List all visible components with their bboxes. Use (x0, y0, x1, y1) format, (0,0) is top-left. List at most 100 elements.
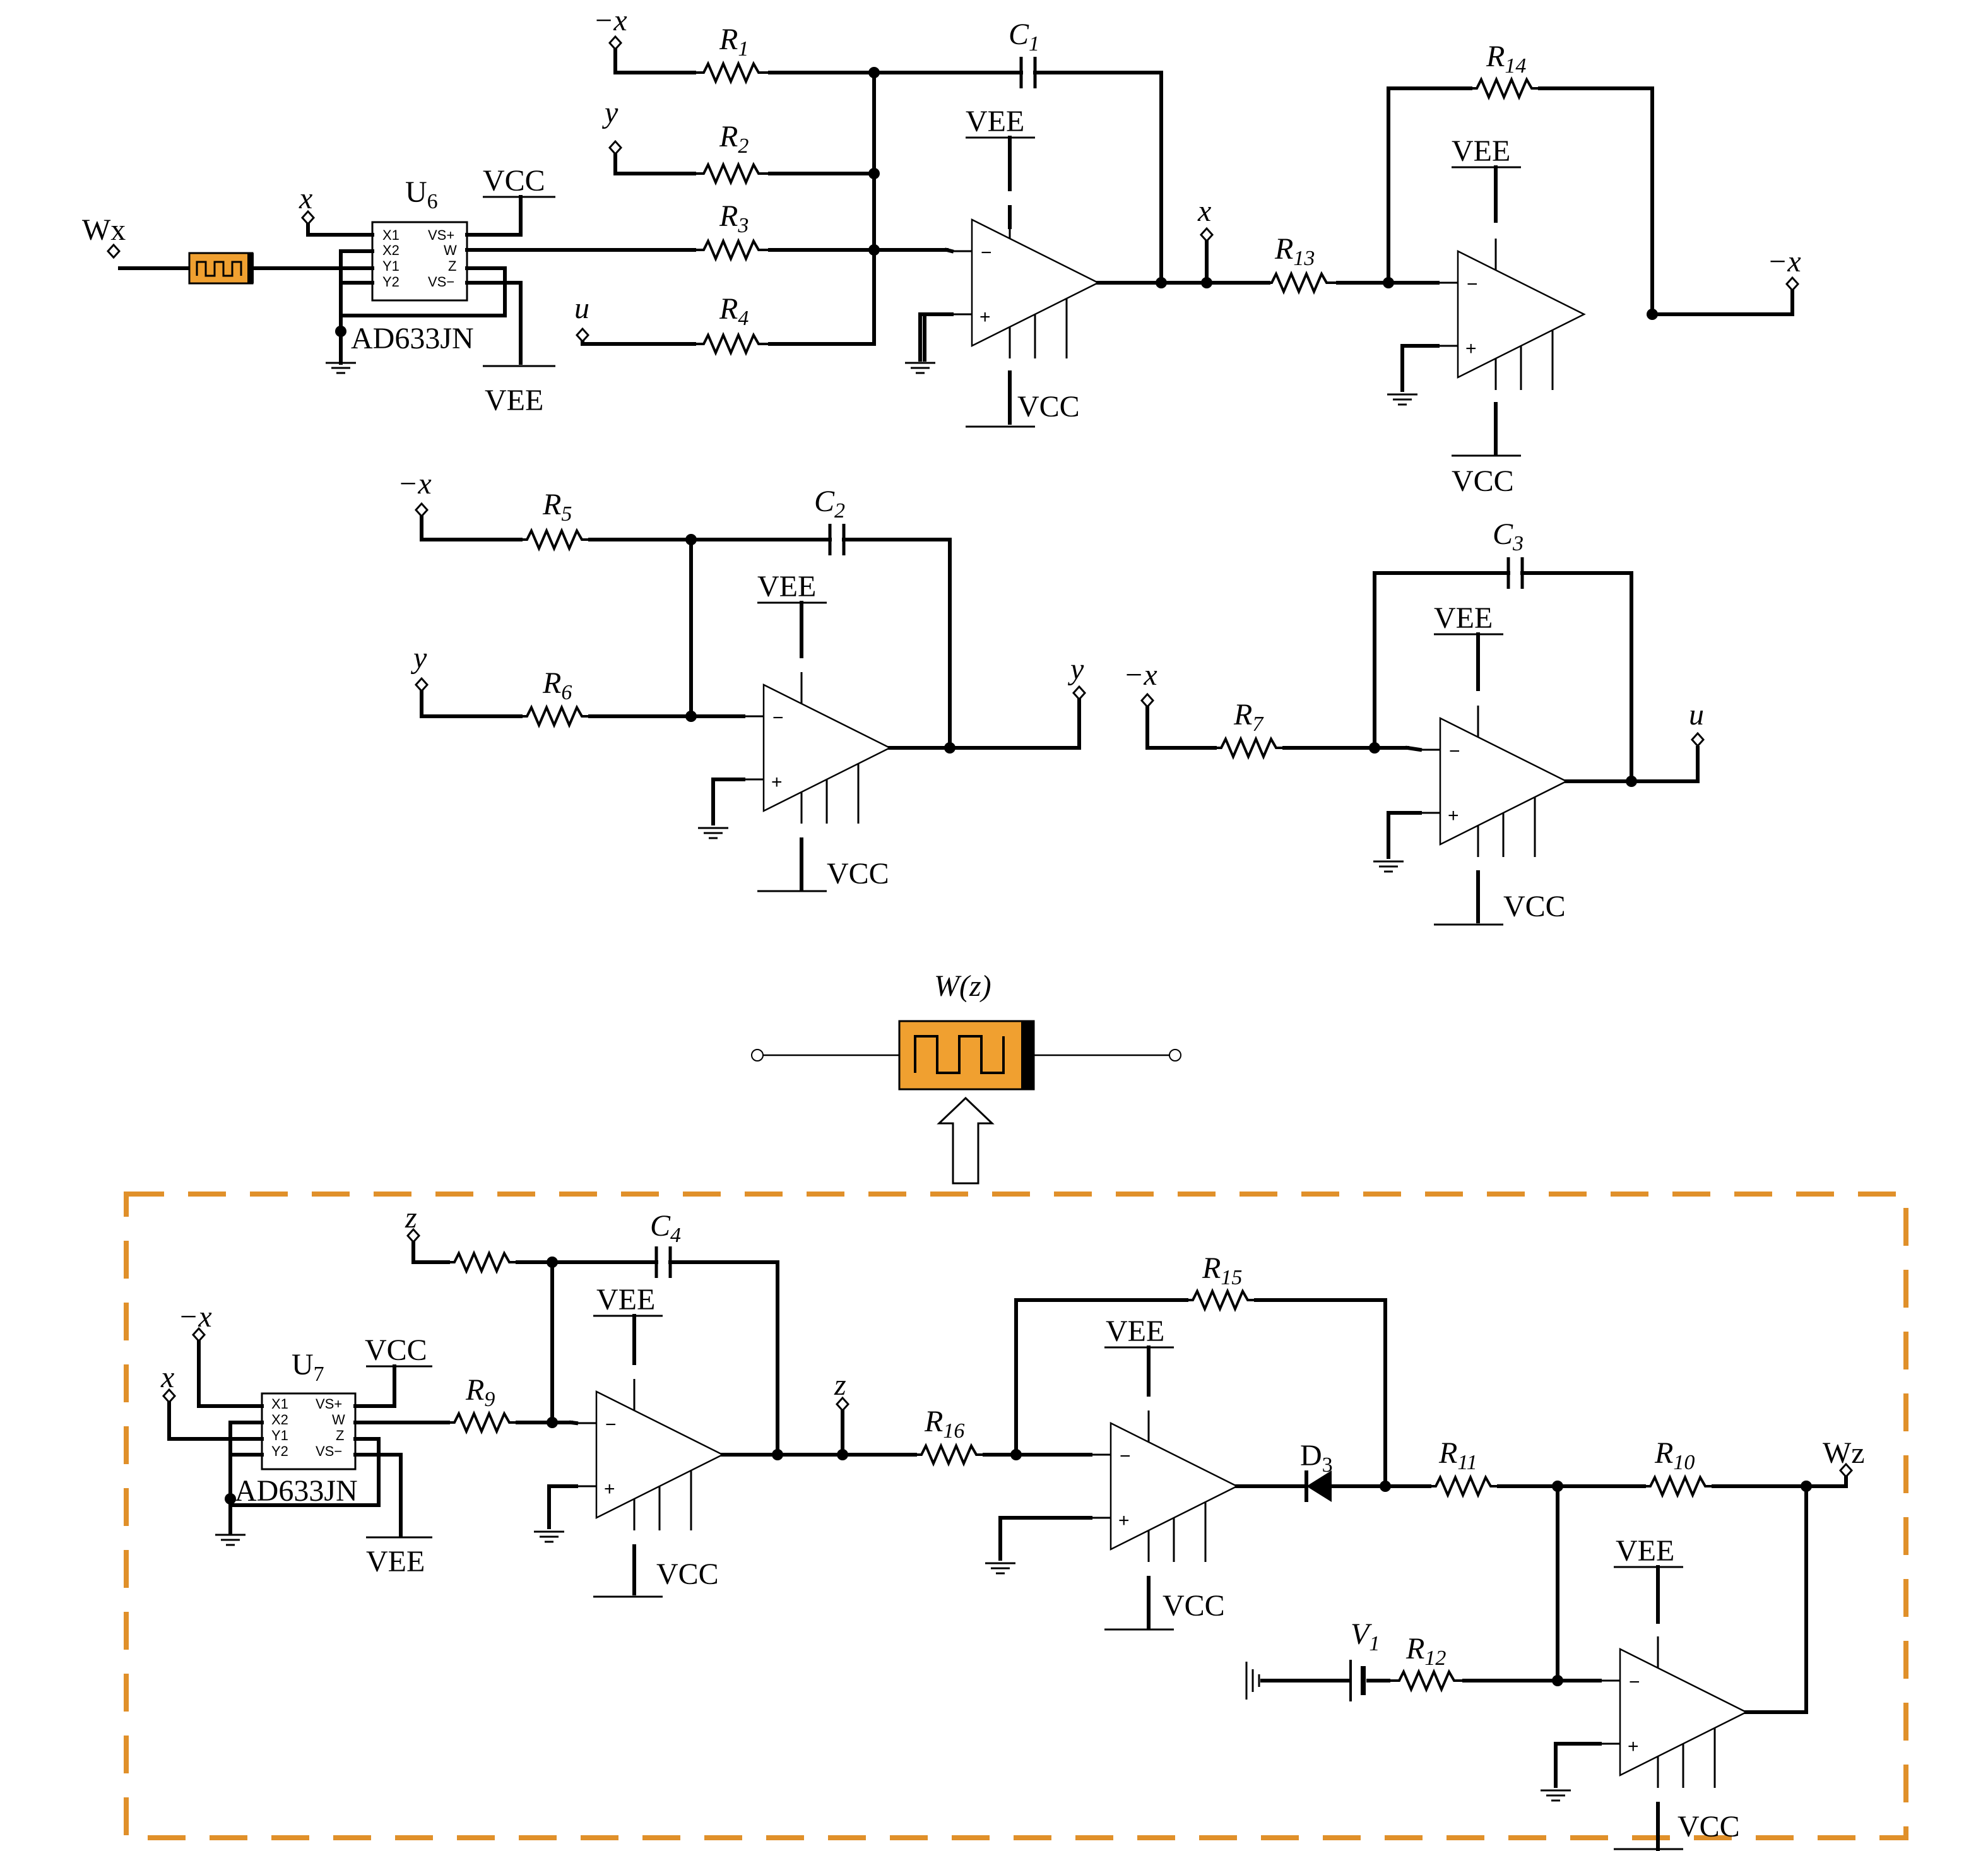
label-neg-x-3: −x (1123, 658, 1157, 692)
ground-6 (984, 1562, 1017, 1575)
resistor-r10 (1640, 1476, 1718, 1496)
label-vcc-u7: VCC (365, 1334, 427, 1367)
label-vcc-1: VCC (1017, 390, 1080, 423)
label-z-in: z (405, 1201, 417, 1234)
terminal-u-out (1691, 732, 1705, 747)
label-vee-2: VEE (1452, 134, 1510, 168)
opamp-4 (1419, 704, 1568, 858)
ground-2 (1386, 393, 1419, 406)
pin-u7-y2: Y2 (271, 1443, 288, 1459)
chip-u6 (371, 221, 468, 302)
label-wz-symbol: W(z) (934, 969, 991, 1003)
label-d3: D3 (1300, 1439, 1333, 1477)
terminal-y-2 (415, 677, 429, 692)
resistor-r12 (1388, 1671, 1467, 1691)
label-vcc-u6: VCC (483, 164, 545, 198)
resistor-r11 (1425, 1476, 1503, 1496)
ground-7 (1539, 1789, 1572, 1802)
opamp-2 (1436, 237, 1585, 391)
label-vcc-7: VCC (1677, 1810, 1740, 1843)
pin-vsm: VS− (428, 274, 454, 290)
memristor-wz-symbol: W(z) (751, 969, 1181, 1185)
label-u-out: u (1689, 698, 1704, 731)
label-vee-4: VEE (1434, 601, 1493, 635)
label-v1: V1 (1351, 1617, 1380, 1655)
pin-u7-vsp: VS+ (316, 1396, 342, 1412)
label-r11: R11 (1438, 1436, 1477, 1474)
chip-u7 (261, 1392, 357, 1470)
terminal-neg-x-out (1785, 276, 1799, 292)
pin-u7-y1: Y1 (271, 1428, 288, 1443)
terminal-neg-x-3 (1140, 693, 1154, 708)
resistor-r3 (693, 240, 771, 260)
label-vee-5: VEE (596, 1283, 655, 1316)
pin-u7-z: Z (336, 1428, 344, 1443)
ground-3 (697, 827, 730, 839)
label-vee-3: VEE (757, 570, 816, 603)
label-vcc-6: VCC (1163, 1589, 1225, 1623)
resistor-r1 (693, 62, 771, 83)
pin-z: Z (448, 258, 456, 274)
battery-v1 (1245, 1660, 1390, 1701)
x-integrator-section: −x y u R1 R2 R3 R4 R13 (490, 4, 1390, 428)
capacitor-c1 (995, 57, 1062, 88)
pin-w: W (444, 242, 457, 258)
opamp-3 (742, 671, 891, 825)
resistor-r4 (693, 334, 771, 354)
arrow-up-icon (937, 1096, 995, 1185)
label-u7: U7 (292, 1348, 324, 1386)
pin-vsp: VS+ (428, 227, 454, 243)
label-neg-x-1: −x (593, 4, 627, 37)
resistor-r7 (1210, 738, 1289, 758)
resistor-r5 (516, 529, 595, 550)
multiplier-u6: Wx X1 X2 Y1 Y2 VS+ W Z VS− U6 AD633JN x … (82, 164, 555, 417)
ground-u7 (214, 1534, 247, 1546)
label-ad633-2: AD633JN (235, 1474, 358, 1508)
label-wx: Wx (82, 213, 126, 247)
pin-x2: X2 (382, 242, 399, 258)
label-y-out: y (1067, 653, 1084, 686)
label-y-1: y (601, 96, 618, 129)
label-r4: R4 (719, 292, 748, 330)
terminal-wx (107, 244, 121, 259)
resistor-r9 (444, 1412, 522, 1433)
opamp-5 (575, 1378, 724, 1532)
resistor-r14 (1466, 78, 1544, 98)
label-r6: R6 (542, 666, 572, 704)
ground-1 (904, 362, 937, 374)
memristor-emulator-box (124, 1192, 1908, 1840)
label-c4: C4 (650, 1209, 681, 1247)
label-vee-7: VEE (1616, 1534, 1674, 1568)
label-r16: R16 (924, 1405, 964, 1443)
label-r14: R14 (1486, 40, 1526, 78)
label-wz: Wz (1823, 1436, 1865, 1470)
label-vcc-3: VCC (827, 857, 889, 890)
pin-y1: Y1 (382, 258, 399, 274)
pin-x1: X1 (382, 227, 399, 243)
label-x-u6: x (299, 182, 312, 215)
pin-u7-w: W (332, 1412, 345, 1428)
opamp-7 (1599, 1635, 1748, 1789)
ground-4 (1372, 860, 1405, 873)
memristor-wx (188, 252, 255, 285)
terminal-y (608, 140, 622, 155)
label-r9: R9 (465, 1373, 495, 1411)
resistor-r6 (516, 706, 595, 726)
label-r7: R7 (1233, 698, 1264, 736)
label-c2: C2 (814, 485, 845, 523)
label-r3: R3 (719, 199, 748, 237)
label-u-1: u (574, 292, 589, 325)
label-r5: R5 (542, 488, 572, 526)
label-neg-x-u7: −x (178, 1300, 212, 1334)
capacitor-c3 (1495, 557, 1549, 589)
pin-y2: Y2 (382, 274, 399, 290)
diode-d3 (1305, 1470, 1332, 1502)
terminal-neg-x-2 (415, 502, 429, 517)
label-vee-u6: VEE (485, 384, 543, 417)
terminal-x-out (1200, 227, 1214, 242)
label-c3: C3 (1493, 517, 1524, 555)
y-integrator-section: −x y R5 R6 C2 VEE VCC y (398, 467, 1086, 892)
pin-u7-x2: X2 (271, 1412, 288, 1428)
label-r10: R10 (1654, 1436, 1695, 1474)
